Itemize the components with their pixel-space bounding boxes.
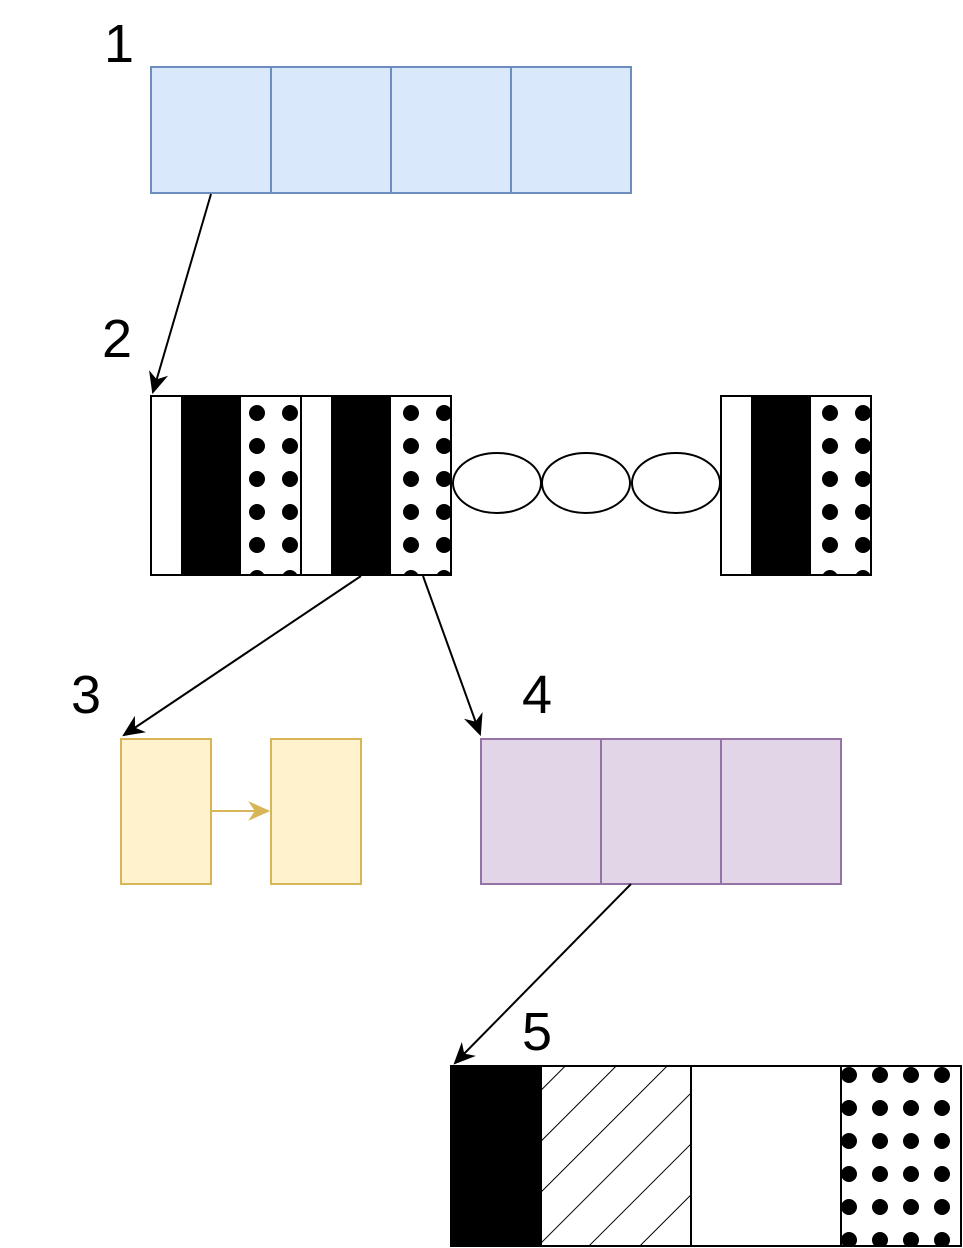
striped-unit-c: [720, 395, 872, 576]
dotted-cell: [840, 1065, 962, 1247]
purple-cell-1: [480, 738, 602, 885]
black-stripe: [331, 396, 391, 575]
label-2: 2: [102, 309, 132, 369]
blue-cell-3: [390, 66, 512, 194]
blue-cell-2: [270, 66, 392, 194]
group-1-blue-row: [150, 66, 632, 194]
dotted-stripe: [811, 396, 871, 575]
striped-unit-b: [300, 395, 452, 576]
label-5: 5: [522, 1002, 552, 1062]
dotted-stripe: [241, 396, 301, 575]
ellipse-3: [631, 452, 721, 514]
yellow-box-1: [120, 738, 212, 885]
purple-cell-3: [720, 738, 842, 885]
arrow-2-to-3: [122, 575, 362, 737]
group-2-sequence: [150, 395, 872, 576]
white-stripe: [721, 396, 751, 575]
white-stripe: [301, 396, 331, 575]
label-4: 4: [522, 665, 552, 725]
label-3: 3: [71, 665, 101, 725]
arrow-2-to-4: [422, 575, 483, 737]
dotted-stripe: [391, 396, 451, 575]
blue-cell-4: [510, 66, 632, 194]
group-4-purple-row: [480, 738, 842, 885]
white-stripe: [151, 396, 181, 575]
striped-unit-a: [150, 395, 302, 576]
arrow-4-to-5: [453, 883, 632, 1065]
ellipse-2: [541, 452, 631, 514]
group-5-pattern-row: [450, 1065, 962, 1247]
diagonal-hatch-cell: [540, 1065, 692, 1247]
black-stripe: [181, 396, 241, 575]
ellipse-1: [452, 452, 542, 514]
black-stripe: [751, 396, 811, 575]
yellow-box-2: [270, 738, 362, 885]
group-3-yellow: [120, 738, 362, 885]
unit-border: [300, 395, 452, 576]
arrow-1-to-2: [149, 193, 212, 395]
unit-border: [720, 395, 872, 576]
purple-cell-2: [600, 738, 722, 885]
label-1: 1: [104, 14, 134, 74]
blue-cell-1: [150, 66, 272, 194]
solid-black-cell: [450, 1065, 542, 1247]
empty-cell: [690, 1065, 842, 1247]
